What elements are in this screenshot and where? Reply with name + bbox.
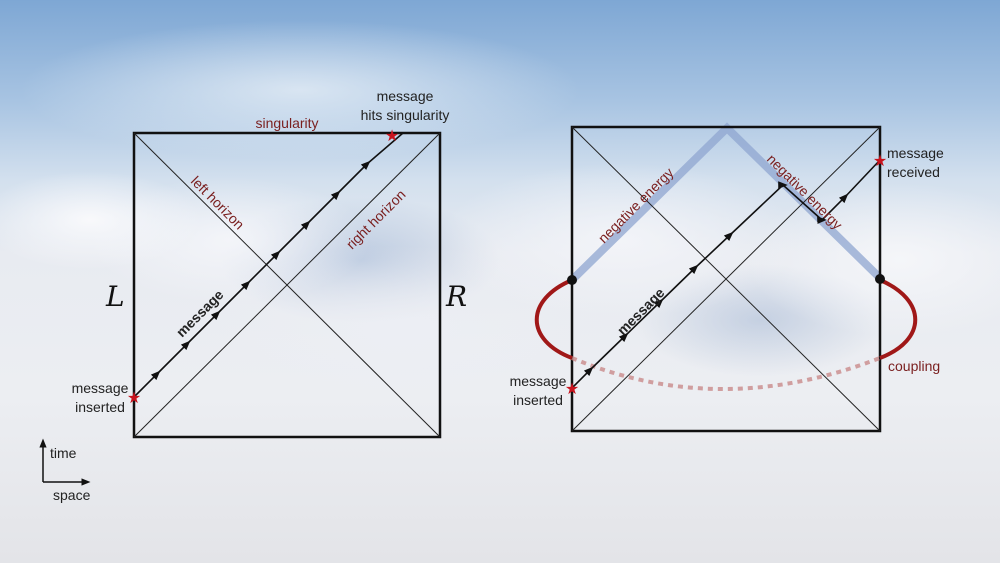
negative-energy-left-label: negative energy [595,164,677,246]
left-horizon-label: left horizon [188,173,248,233]
right-message-path [571,159,881,389]
right-coupling-arc [879,278,918,360]
R-label: R [445,280,467,313]
right-coupling-dot [875,274,885,284]
inserted-label-1: message [72,380,129,396]
left-penrose-diagram: ★ ★ singularity message hits singularity… [72,88,467,439]
coupling-dashed-path [571,356,881,391]
left-diagram-frame [132,131,442,439]
time-label: time [50,445,77,461]
right-inserted-star-icon: ★ [565,381,579,398]
negative-energy-band [569,122,883,283]
received-label-1: message [887,145,944,161]
left-message-path [133,132,404,398]
inserted-label-2: inserted [75,399,125,415]
left-coupling-arc [534,278,573,360]
right-inserted-label-1: message [510,373,567,389]
singularity-star-icon: ★ [385,128,399,145]
coupling-label: coupling [888,358,940,374]
received-star-icon: ★ [873,153,887,170]
received-label-2: received [887,164,940,180]
L-label: L [105,280,125,313]
space-label: space [53,487,91,503]
left-coupling-dot [567,275,577,285]
right-inserted-label-2: inserted [513,392,563,408]
message-hits-label-1: message [377,88,434,104]
right-message-label: message [614,284,668,338]
message-hits-label-2: hits singularity [361,107,450,123]
inserted-star-icon: ★ [127,390,141,407]
right-penrose-diagram: ★ ★ negative energy negative energy mess… [510,122,944,433]
singularity-label: singularity [255,115,318,131]
spacetime-axes: time space [39,438,91,503]
